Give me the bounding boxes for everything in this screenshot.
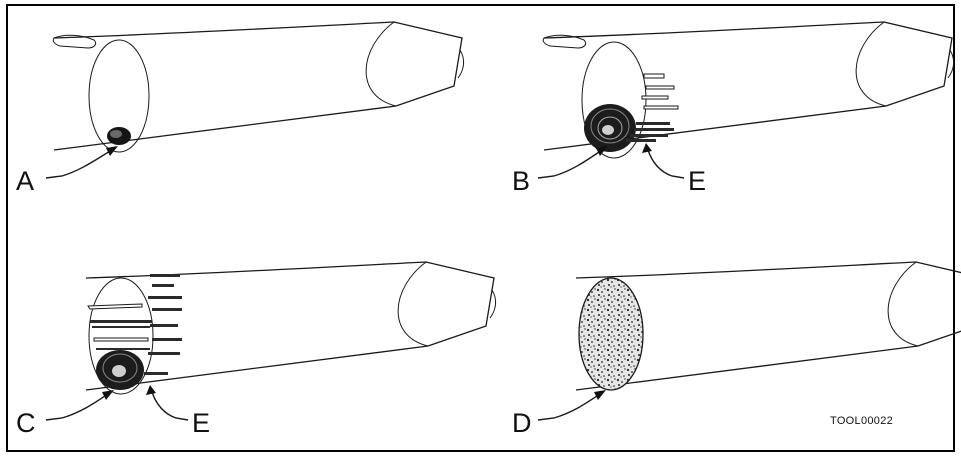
figure-code: TOOL00022 bbox=[830, 415, 893, 427]
label-a: A bbox=[16, 166, 34, 196]
face-streaks-c bbox=[88, 304, 152, 350]
flank-streaks-c bbox=[144, 274, 182, 375]
panel-c bbox=[86, 262, 496, 394]
label-b: B bbox=[512, 166, 530, 196]
label-d: D bbox=[512, 408, 532, 438]
panel-d bbox=[576, 262, 961, 390]
label-e-bottom: E bbox=[192, 408, 210, 438]
label-e-top: E bbox=[688, 166, 706, 196]
label-c: C bbox=[16, 408, 36, 438]
panel-a bbox=[53, 22, 463, 152]
panel-b bbox=[543, 22, 953, 158]
fractured-face-d bbox=[579, 278, 643, 390]
